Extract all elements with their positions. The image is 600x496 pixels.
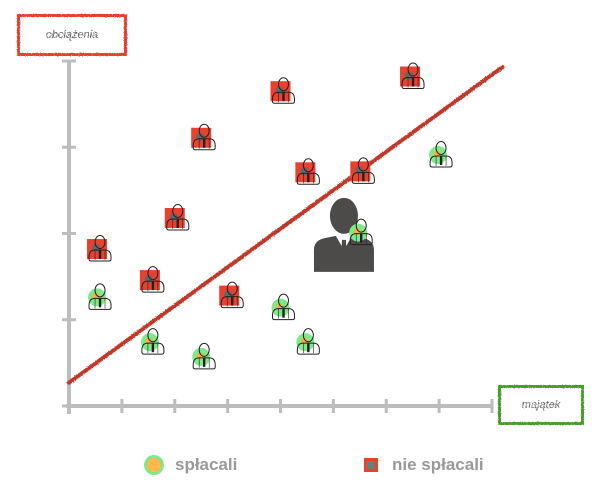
red-square-icon	[364, 458, 378, 472]
repaid-point	[296, 328, 320, 355]
legend-item-repaid: spłacali	[147, 455, 237, 475]
legend-label-not-repaid: nie spłacali	[392, 455, 484, 474]
decision-line-layer	[67, 65, 505, 385]
not-repaid-point	[295, 158, 320, 185]
repaid-point	[429, 141, 453, 168]
repaid-point	[192, 342, 216, 370]
points-layer	[87, 62, 453, 370]
not-repaid-point	[400, 62, 425, 90]
repaid-point	[88, 283, 112, 310]
axes	[62, 59, 494, 414]
new-client-head	[329, 197, 358, 234]
y-axis-label: obciążenia	[45, 29, 99, 41]
not-repaid-point	[191, 123, 216, 151]
not-repaid-point	[87, 235, 112, 262]
legend-label-repaid: spłacali	[175, 455, 238, 474]
not-repaid-point	[350, 157, 375, 184]
repaid-point	[140, 328, 165, 355]
not-repaid-point	[139, 266, 165, 293]
x-axis-label-box: majątek	[498, 385, 584, 425]
repaid-point	[271, 293, 295, 321]
legend-item-not-repaid: nie spłacali	[364, 455, 484, 475]
y-axis-label-box: obciążenia	[17, 14, 127, 56]
new-client-tie	[340, 239, 347, 266]
repaid-point	[349, 218, 373, 246]
not-repaid-point	[164, 203, 190, 231]
not-repaid-point	[270, 77, 295, 104]
decision-line	[67, 65, 505, 385]
x-axis-label: majątek	[521, 399, 561, 411]
green-circle-icon	[147, 458, 161, 472]
not-repaid-point	[219, 281, 244, 309]
